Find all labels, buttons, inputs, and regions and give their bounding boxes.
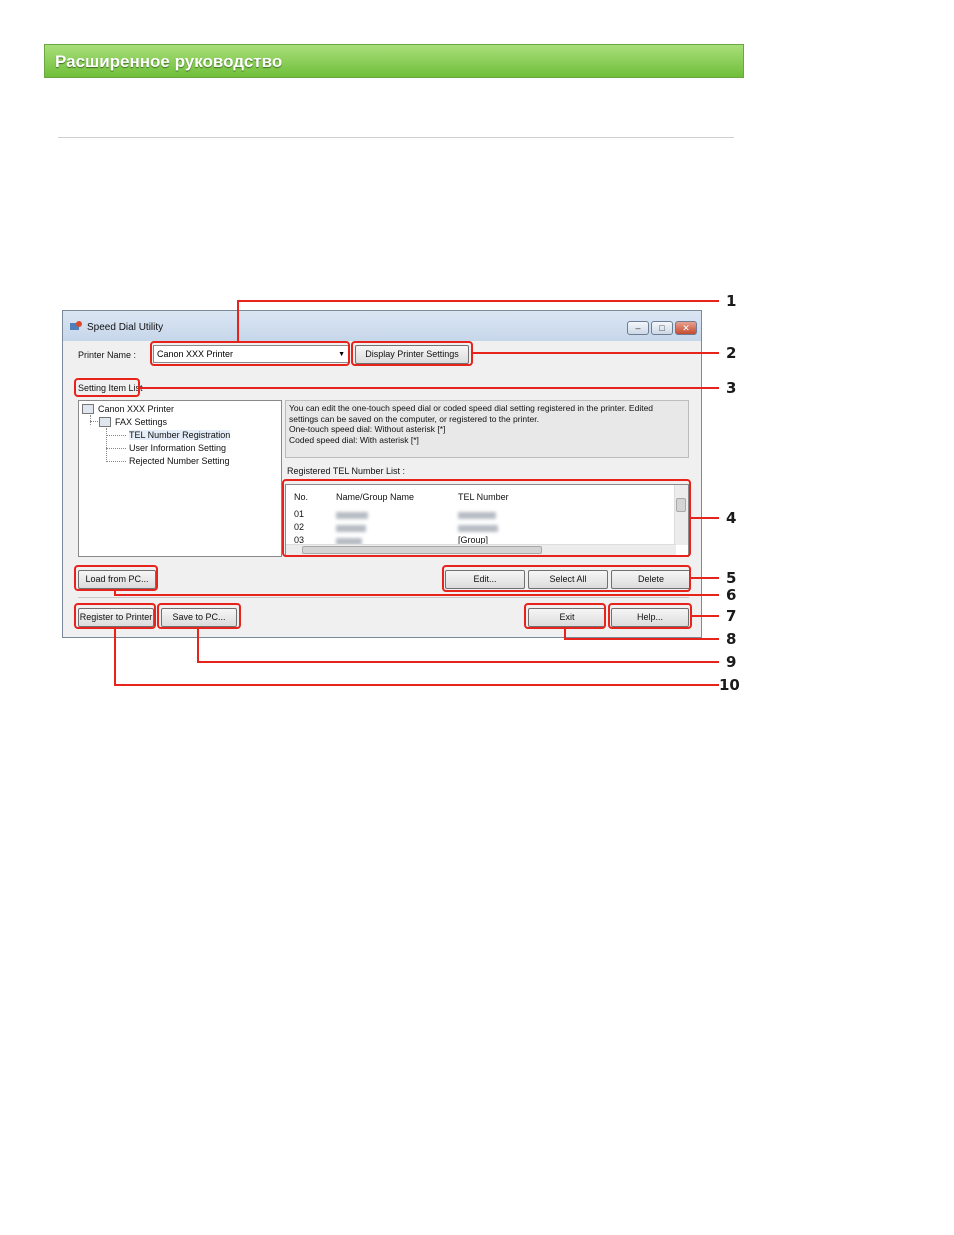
tree-connector: [106, 435, 126, 436]
registered-list-label: Registered TEL Number List :: [287, 466, 406, 476]
column-header-no[interactable]: No.: [294, 492, 309, 502]
callout-line-3: [140, 387, 719, 389]
callout-line-2: [473, 352, 719, 354]
chevron-down-icon: ▼: [338, 351, 345, 358]
row-number: 02: [294, 522, 305, 532]
display-printer-settings-button[interactable]: Display Printer Settings: [355, 345, 469, 364]
register-to-printer-button[interactable]: Register to Printer: [78, 608, 154, 627]
callout-box-edit-buttons: [442, 565, 691, 592]
exit-button[interactable]: Exit: [528, 608, 606, 627]
tree-root-printer[interactable]: Canon XXX Printer: [98, 404, 175, 414]
printer-selected-value: Canon XXX Printer: [157, 349, 234, 359]
setting-item-tree: Canon XXX Printer FAX Settings TEL Numbe…: [78, 400, 282, 557]
setting-item-list-label: Setting Item List: [78, 383, 143, 393]
divider: [78, 597, 689, 598]
callout-line-5: [691, 577, 719, 579]
tree-item-user-information-setting[interactable]: User Information Setting: [129, 443, 227, 453]
callout-line-4: [691, 517, 719, 519]
row-number: 03: [294, 535, 305, 545]
manual-title: Расширенное руководство: [55, 52, 283, 71]
tree-connector: [106, 461, 126, 462]
printer-name-label: Printer Name :: [78, 350, 137, 360]
fax-folder-icon: [99, 417, 111, 427]
tree-item-tel-number-registration[interactable]: TEL Number Registration: [129, 430, 231, 440]
callout-line-9: [197, 629, 199, 663]
callout-number-6: 6: [726, 586, 737, 604]
speed-dial-app-icon: [70, 321, 82, 330]
callout-number-8: 8: [726, 630, 737, 648]
maximize-button[interactable]: □: [651, 321, 673, 335]
callout-line-8: [564, 629, 566, 639]
callout-box-register: [74, 603, 156, 629]
callout-box-tel-list: [282, 479, 691, 557]
horizontal-scrollbar[interactable]: [286, 544, 676, 556]
load-from-pc-button[interactable]: Load from PC...: [78, 570, 156, 589]
callout-box-setting-list: [74, 378, 140, 397]
description-line: One-touch speed dial: Without asterisk […: [289, 424, 446, 434]
callout-box-display-settings: [351, 341, 473, 366]
divider: [58, 137, 734, 138]
callout-number-5: 5: [726, 569, 737, 587]
callout-number-10: 10: [719, 676, 740, 694]
minimize-button[interactable]: –: [627, 321, 649, 335]
tree-connector: [106, 428, 107, 462]
callout-number-4: 4: [726, 509, 737, 527]
blurred-name: [336, 511, 368, 521]
description-text: You can edit the one-touch speed dial or…: [285, 400, 689, 458]
callout-line-10: [114, 684, 719, 686]
callout-line-6: [114, 594, 719, 596]
table-row[interactable]: 02: [286, 521, 676, 534]
callout-line-1: [237, 300, 239, 342]
callout-number-7: 7: [726, 607, 737, 625]
printer-icon: [82, 404, 94, 414]
close-button[interactable]: ✕: [675, 321, 697, 335]
callout-line-8: [564, 638, 719, 640]
callout-line-10: [114, 629, 116, 685]
callout-box-save: [157, 603, 241, 629]
callout-number-1: 1: [726, 292, 737, 310]
callout-number-9: 9: [726, 653, 737, 671]
callout-number-3: 3: [726, 379, 737, 397]
callout-box-exit: [524, 603, 606, 629]
table-row[interactable]: 03 [Group]: [286, 534, 676, 547]
scroll-thumb[interactable]: [302, 546, 542, 554]
title-bar: Speed Dial Utility – □ ✕: [63, 311, 701, 341]
tree-item-rejected-number-setting[interactable]: Rejected Number Setting: [129, 456, 230, 466]
manual-header-banner: Расширенное руководство: [44, 44, 744, 78]
tree-node-fax-settings[interactable]: FAX Settings: [115, 417, 168, 427]
callout-line-1: [237, 300, 719, 302]
blurred-name: [336, 537, 362, 547]
blurred-name: [336, 524, 366, 534]
description-line: Coded speed dial: With asterisk [*]: [289, 434, 419, 445]
column-header-tel[interactable]: TEL Number: [458, 492, 509, 502]
callout-box-help: [608, 603, 692, 629]
callout-box-load: [74, 565, 158, 591]
description-line: settings can be saved on the computer, o…: [289, 413, 539, 424]
row-tel: [Group]: [458, 535, 489, 545]
registered-tel-number-list[interactable]: No. Name/Group Name TEL Number 01 02 03 …: [285, 484, 689, 557]
callout-line-6: [114, 591, 116, 595]
description-line: You can edit the one-touch speed dial or…: [289, 403, 654, 413]
help-button[interactable]: Help...: [611, 608, 689, 627]
vertical-scrollbar[interactable]: [674, 485, 688, 545]
table-row[interactable]: 01: [286, 508, 676, 521]
tree-connector: [90, 421, 98, 422]
callout-box-printer-name: [150, 341, 350, 366]
column-header-name[interactable]: Name/Group Name: [336, 492, 415, 502]
callout-line-9: [197, 661, 719, 663]
scroll-thumb[interactable]: [676, 498, 686, 512]
blurred-tel: [458, 524, 498, 534]
blurred-tel: [458, 511, 496, 521]
tree-connector: [90, 415, 91, 425]
select-all-button[interactable]: Select All: [528, 570, 608, 589]
row-number: 01: [294, 509, 305, 519]
window-title: Speed Dial Utility: [87, 322, 164, 333]
printer-name-select[interactable]: Canon XXX Printer ▼: [153, 345, 349, 363]
callout-number-2: 2: [726, 344, 737, 362]
tree-connector: [106, 448, 126, 449]
edit-button[interactable]: Edit...: [445, 570, 525, 589]
save-to-pc-button[interactable]: Save to PC...: [161, 608, 237, 627]
callout-line-7: [692, 615, 719, 617]
